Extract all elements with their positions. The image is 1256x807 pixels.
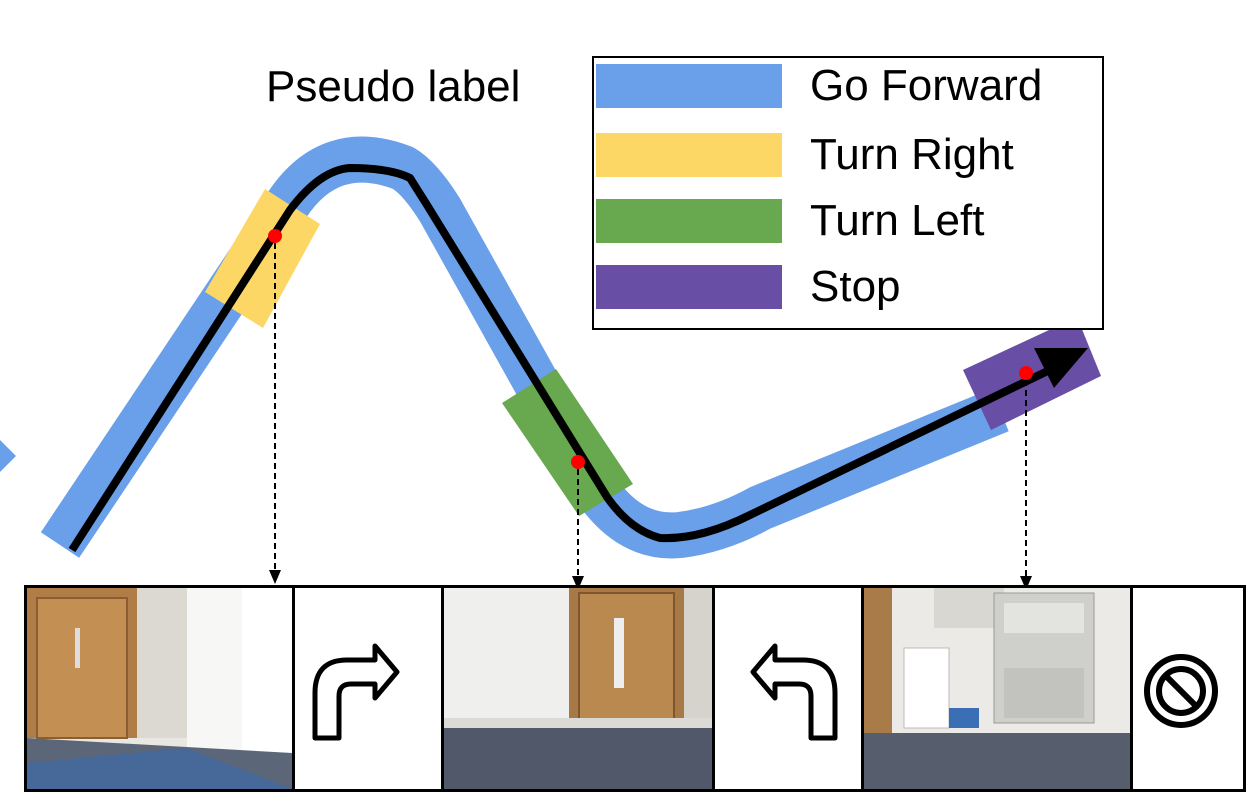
marker-turn-left <box>571 455 585 469</box>
connector-arrowhead-right <box>269 570 281 584</box>
trajectory-line <box>68 164 1062 553</box>
legend-swatch-turn-left <box>596 199 782 243</box>
connector-arrowhead-left <box>572 576 584 590</box>
connector-arrowhead-stop <box>1020 576 1032 590</box>
scene-image-turn-right <box>27 588 292 789</box>
legend-swatch-go-forward <box>596 64 782 108</box>
legend-label-stop: Stop <box>810 262 901 311</box>
scene-image-turn-left <box>444 588 712 789</box>
left-edge-arrow-fragment <box>0 440 16 472</box>
trajectory-arrowhead <box>1034 348 1088 388</box>
scene-image-stop <box>864 588 1130 789</box>
turn-right-arrow-icon <box>312 643 400 741</box>
turn-left-arrow-icon <box>750 643 838 741</box>
path-segment-turn-left <box>502 369 633 516</box>
panel-divider <box>1130 588 1133 789</box>
marker-turn-right <box>268 229 282 243</box>
panel-divider <box>441 588 444 789</box>
observation-strip <box>24 585 1246 792</box>
diagram-title: Pseudo label <box>266 62 521 111</box>
dashed-connectors <box>274 243 1027 578</box>
legend-swatch-turn-right <box>596 133 782 177</box>
legend-swatch-stop <box>596 265 782 309</box>
panel-divider <box>861 588 864 789</box>
panel-divider <box>712 588 715 789</box>
legend-label-turn-right: Turn Right <box>810 130 1014 179</box>
panel-divider <box>292 588 295 789</box>
legend-label-go-forward: Go Forward <box>810 61 1043 110</box>
legend-label-turn-left: Turn Left <box>810 196 985 245</box>
stop-icon <box>1144 654 1218 728</box>
legend: Go Forward Turn Right Turn Left Stop <box>592 56 1104 330</box>
marker-stop <box>1019 366 1033 380</box>
